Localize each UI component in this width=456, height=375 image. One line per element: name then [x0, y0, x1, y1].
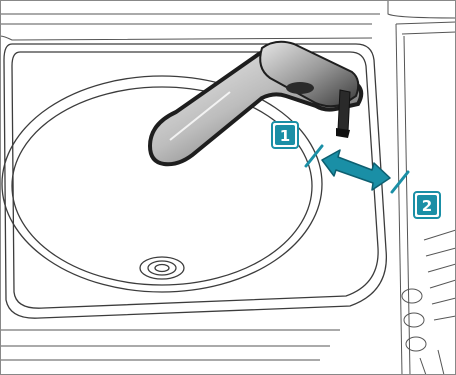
callout-1-label: 1 — [280, 127, 290, 145]
callout-1: 1 — [272, 122, 298, 148]
callout-2-label: 2 — [422, 197, 432, 215]
faucet — [150, 42, 361, 165]
diagonal-marker-2 — [392, 172, 408, 192]
callout-2: 2 — [414, 192, 440, 218]
